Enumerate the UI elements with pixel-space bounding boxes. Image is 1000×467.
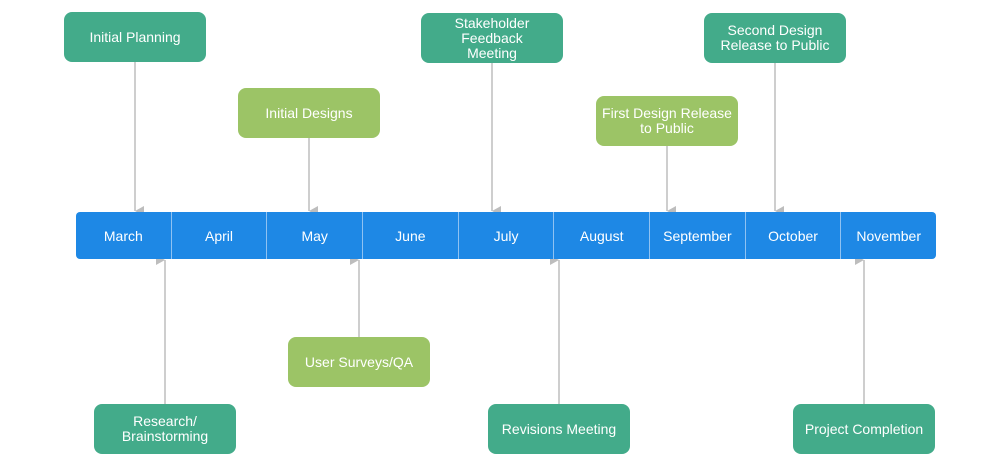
month-june: June — [362, 212, 458, 259]
event-user-surveys-qa: User Surveys/QA — [288, 337, 430, 387]
event-second-design-release: Second Design Release to Public — [704, 13, 846, 63]
event-initial-planning: Initial Planning — [64, 12, 206, 62]
event-research-brainstorming: Research/ Brainstorming — [94, 404, 236, 454]
event-initial-designs: Initial Designs — [238, 88, 380, 138]
event-revisions-meeting: Revisions Meeting — [488, 404, 630, 454]
month-august: August — [553, 212, 649, 259]
timeline-bar: March April May June July August Septemb… — [76, 212, 936, 259]
month-march: March — [103, 227, 143, 244]
month-october: October — [744, 212, 841, 259]
month-july: July — [457, 212, 554, 259]
event-first-design-release: First Design Release to Public — [596, 96, 738, 146]
month-september: September — [649, 212, 745, 259]
event-project-completion: Project Completion — [793, 404, 935, 454]
month-november: November — [840, 212, 936, 259]
event-stakeholder-feedback-meeting: Stakeholder Feedback Meeting — [421, 13, 563, 63]
month-april: April — [170, 212, 267, 259]
month-may: May — [266, 212, 362, 259]
